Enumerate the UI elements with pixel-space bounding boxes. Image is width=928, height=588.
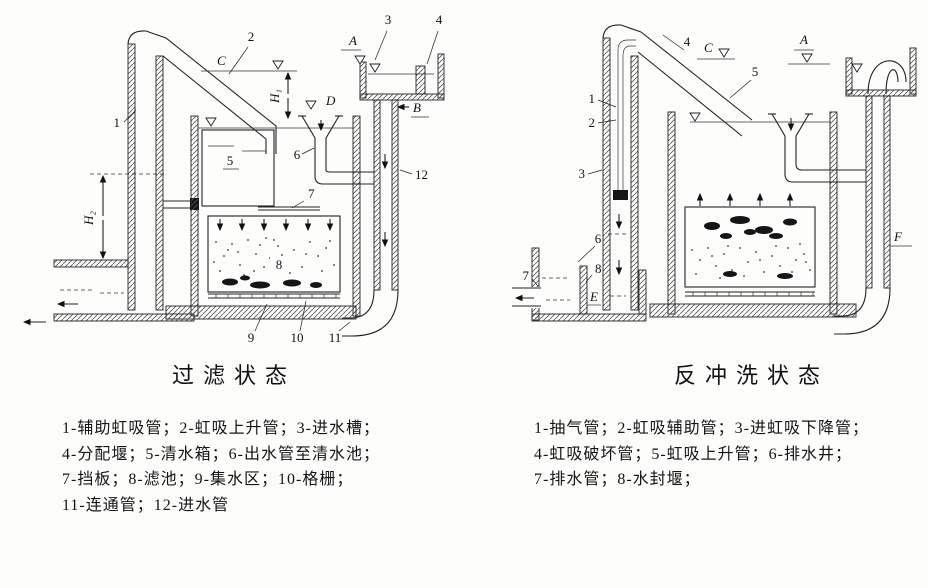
level-line-C bbox=[201, 60, 297, 120]
part-labels: 1 2 3 4 5 6 7 8 9 10 11 12 bbox=[114, 12, 443, 345]
part-labels: 1 2 3 4 5 6 7 8 bbox=[523, 34, 759, 287]
baffle-plate bbox=[258, 206, 320, 211]
drain-standpipe bbox=[834, 47, 917, 335]
label-H1: H₁ bbox=[267, 89, 282, 104]
legend-backwash: 1-抽气管；2-虹吸辅助管；3-进虹吸下降管； 4-虹吸破坏管；5-虹吸上升管；… bbox=[534, 416, 869, 493]
outlet-funnel bbox=[298, 100, 374, 185]
label-3: 3 bbox=[579, 166, 586, 181]
label-F: F bbox=[893, 229, 903, 244]
dirt-blobs bbox=[704, 216, 797, 279]
legend-line: 7-排水管；8-水封堰； bbox=[534, 471, 701, 488]
backwash-state-diagram: 1 2 3 4 5 6 7 8 A C E F bbox=[512, 24, 917, 335]
legend-line: 7-挡板；8-滤池；9-集水区；10-格栅； bbox=[62, 471, 354, 488]
filter-media-dots bbox=[213, 237, 335, 276]
label-A: A bbox=[799, 32, 808, 47]
legend-line: 1-抽气管；2-虹吸辅助管；3-进虹吸下降管； bbox=[534, 420, 869, 437]
label-4: 4 bbox=[684, 34, 691, 49]
label-E: E bbox=[589, 289, 598, 304]
label-A: A bbox=[348, 33, 357, 48]
label-1: 1 bbox=[114, 115, 121, 130]
label-6: 6 bbox=[595, 231, 602, 246]
sediment-blobs bbox=[222, 275, 322, 289]
legend-line: 1-辅助虹吸管；2-虹吸上升管；3-进水槽； bbox=[62, 420, 380, 437]
label-5: 5 bbox=[752, 64, 759, 79]
label-2: 2 bbox=[589, 115, 596, 130]
label-9: 9 bbox=[248, 330, 255, 345]
reference-labels: A C E F bbox=[587, 32, 903, 306]
label-8: 8 bbox=[595, 261, 602, 276]
filtration-state-diagram: 1 2 3 4 5 6 7 8 9 10 11 12 A bbox=[22, 12, 445, 345]
outlet-channel bbox=[22, 259, 195, 326]
aux-siphon-pipe bbox=[90, 30, 277, 311]
label-1: 1 bbox=[589, 91, 596, 106]
label-6: 6 bbox=[294, 147, 301, 162]
filter-tank bbox=[649, 63, 857, 318]
label-B: B bbox=[413, 100, 421, 115]
caption-filtration-state: 过滤状态 bbox=[172, 363, 297, 388]
drain-well bbox=[512, 247, 647, 322]
legend-filtration: 1-辅助虹吸管；2-虹吸上升管；3-进水槽； 4-分配堰；5-清水箱；6-出水管… bbox=[62, 416, 380, 518]
outlet-funnel bbox=[768, 113, 866, 183]
label-10: 10 bbox=[291, 330, 304, 345]
label-H2: H₂ bbox=[81, 211, 96, 226]
siphon-down-pipe bbox=[602, 24, 753, 311]
filter-media-dots bbox=[691, 243, 811, 279]
level-line-C bbox=[697, 48, 735, 60]
reference-labels: A B C D H₁ H₂ bbox=[81, 33, 429, 226]
filter-bed bbox=[684, 192, 816, 297]
grid-ticks bbox=[692, 292, 814, 296]
grid-ticks bbox=[215, 294, 337, 298]
label-D: D bbox=[325, 93, 336, 108]
label-3: 3 bbox=[385, 12, 392, 27]
label-C: C bbox=[704, 40, 713, 55]
label-5: 5 bbox=[227, 153, 234, 168]
filter-tank bbox=[165, 115, 361, 320]
label-12: 12 bbox=[415, 167, 428, 182]
legend-line: 4-虹吸破坏管；5-虹吸上升管；6-排水井； bbox=[534, 445, 852, 463]
legend-line: 4-分配堰；5-清水箱；6-出水管至清水池； bbox=[62, 445, 380, 463]
label-7: 7 bbox=[523, 268, 530, 283]
label-2: 2 bbox=[248, 29, 255, 44]
legend-line: 11-连通管；12-进水管 bbox=[62, 496, 230, 514]
label-7: 7 bbox=[308, 186, 315, 201]
clear-water-box bbox=[201, 129, 275, 207]
label-C: C bbox=[217, 53, 226, 68]
filter-bed bbox=[207, 215, 341, 299]
caption-backwash-state: 反冲洗状态 bbox=[674, 363, 830, 388]
inlet-trough bbox=[359, 53, 445, 101]
label-4: 4 bbox=[436, 12, 443, 27]
label-11: 11 bbox=[329, 330, 342, 345]
inlet-pipe bbox=[342, 99, 399, 337]
label-8: 8 bbox=[276, 257, 283, 272]
